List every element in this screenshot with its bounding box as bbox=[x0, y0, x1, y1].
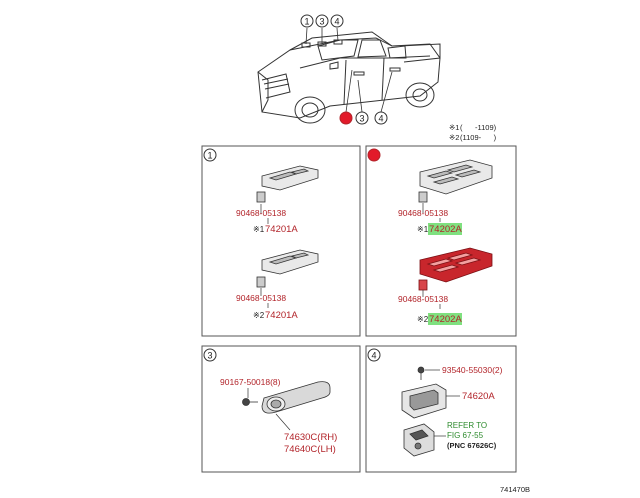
ref-74202A-2[interactable]: 74202A bbox=[429, 314, 462, 325]
highlight-74202A-1 bbox=[428, 223, 462, 235]
switch-bezel bbox=[401, 383, 447, 419]
svg-text:1: 1 bbox=[207, 151, 212, 161]
window-switch-74201A-lower bbox=[256, 249, 319, 288]
svg-text:( -1109): ( -1109) bbox=[460, 123, 497, 132]
part-number-90468-05138-a[interactable]: 90468-05138 bbox=[236, 208, 286, 218]
callout-3-bottom[interactable]: 3 bbox=[355, 111, 369, 125]
part-number-90468-05138-b[interactable]: 90468-05138 bbox=[236, 293, 286, 303]
svg-text:1: 1 bbox=[304, 17, 309, 27]
callout-red-dot[interactable] bbox=[339, 111, 353, 125]
part-number-90167-50018[interactable]: 90167-50018(8) bbox=[220, 377, 281, 387]
svg-text:(1109- ): (1109- ) bbox=[460, 133, 497, 142]
window-switch-74201A-upper bbox=[256, 165, 319, 203]
ref-74201A-2[interactable]: 74201A bbox=[265, 310, 298, 321]
truck-illustration bbox=[257, 31, 441, 124]
assist-grip bbox=[261, 381, 331, 414]
svg-text:4: 4 bbox=[371, 351, 376, 361]
panel-3: 3 90167-50018(8) 74630C(RH) 74640C(LH) bbox=[201, 345, 361, 473]
svg-text:3: 3 bbox=[207, 351, 212, 361]
ref-74202A-1[interactable]: 74202A bbox=[429, 224, 462, 235]
ref-74630C-RH[interactable]: 74630C(RH) bbox=[284, 432, 337, 443]
note-mark: ※1 bbox=[253, 225, 265, 234]
panel-1-badge[interactable]: 1 bbox=[203, 148, 217, 162]
svg-text:3: 3 bbox=[359, 114, 364, 124]
panel-4-badge[interactable]: 4 bbox=[367, 348, 381, 362]
part-number-90468-05138-c[interactable]: 90468-05138 bbox=[398, 208, 448, 218]
refer-fig-label[interactable]: FIG 67-55 bbox=[447, 431, 484, 440]
note-mark: ※2 bbox=[417, 315, 429, 324]
panel-2-badge[interactable] bbox=[367, 148, 381, 162]
panel-4: 4 93540-55030(2) 74620A REFER TO FIG 67-… bbox=[365, 345, 517, 473]
highlight-74202A-2 bbox=[428, 313, 462, 325]
part-number-90468-05138-d[interactable]: 90468-05138 bbox=[398, 294, 448, 304]
svg-text:※1: ※1 bbox=[449, 123, 459, 132]
mirror-switch bbox=[403, 423, 435, 457]
svg-text:4: 4 bbox=[378, 114, 383, 124]
ref-74640C-LH[interactable]: 74640C(LH) bbox=[284, 444, 336, 455]
svg-text:4: 4 bbox=[334, 17, 339, 27]
master-switch-74202A-lower bbox=[418, 247, 493, 291]
callout-4-bottom[interactable]: 4 bbox=[374, 111, 388, 125]
callout-4-top[interactable]: 4 bbox=[330, 14, 344, 28]
panel-2: 90468-05138 ※1 74202A 90468-05138 ※2 742… bbox=[365, 145, 517, 337]
callout-1-top[interactable]: 1 bbox=[300, 14, 314, 28]
screw-icon bbox=[242, 398, 258, 406]
svg-text:3: 3 bbox=[319, 17, 324, 27]
screw-icon bbox=[417, 366, 425, 380]
ref-74620A[interactable]: 74620A bbox=[462, 391, 495, 402]
note-mark: ※2 bbox=[253, 311, 265, 320]
pnc-label: (PNC 67626C) bbox=[447, 441, 497, 450]
production-notes: ※1 ( -1109) ※2 (1109- ) bbox=[449, 123, 497, 142]
panel-3-badge[interactable]: 3 bbox=[203, 348, 217, 362]
figure-code: 741470B bbox=[500, 485, 530, 494]
panel-1: 1 90468-05138 ※1 74201A 90468-05138 ※2 7… bbox=[201, 145, 361, 337]
note-mark: ※1 bbox=[417, 225, 429, 234]
callout-3-top[interactable]: 3 bbox=[315, 14, 329, 28]
callout-leaders bbox=[305, 27, 393, 113]
refer-to-label[interactable]: REFER TO bbox=[447, 421, 487, 430]
master-switch-74202A-upper bbox=[418, 159, 493, 203]
svg-text:※2: ※2 bbox=[449, 133, 459, 142]
ref-74201A-1[interactable]: 74201A bbox=[265, 224, 298, 235]
part-number-93540-55030[interactable]: 93540-55030(2) bbox=[442, 365, 503, 375]
